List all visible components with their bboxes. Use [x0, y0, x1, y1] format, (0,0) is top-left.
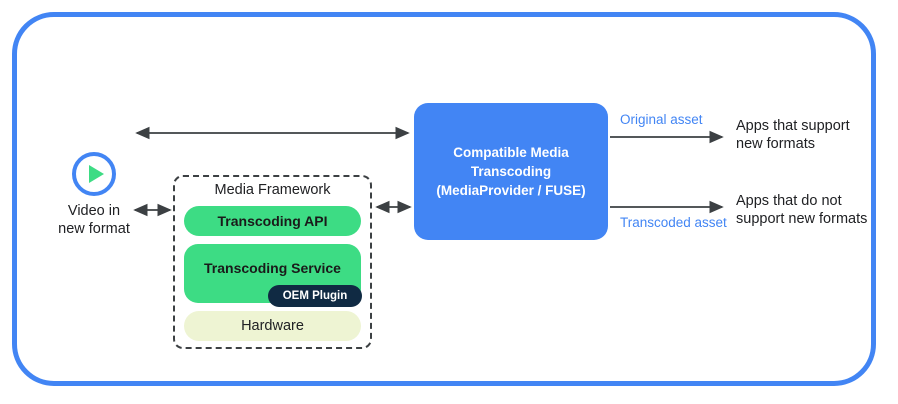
apps-support-new-formats-label: Apps that support new formats	[736, 118, 850, 152]
media-framework-title: Media Framework	[214, 182, 331, 198]
transcoding-api-pill[interactable]: Transcoding API	[184, 206, 361, 236]
play-circle-icon	[70, 150, 118, 198]
apps-no-support-new-formats-label: Apps that do not support new formats	[736, 193, 868, 227]
transcoded-asset-edge-label: Transcoded asset	[620, 215, 727, 230]
oem-plugin-badge[interactable]: OEM Plugin	[268, 285, 362, 307]
video-source-label: Video in new format	[58, 203, 130, 237]
compatible-media-transcoding-box[interactable]: Compatible Media Transcoding (MediaProvi…	[414, 103, 608, 240]
original-asset-edge-label: Original asset	[620, 112, 703, 127]
hardware-pill[interactable]: Hardware	[184, 311, 361, 341]
media-framework-container	[173, 175, 372, 349]
